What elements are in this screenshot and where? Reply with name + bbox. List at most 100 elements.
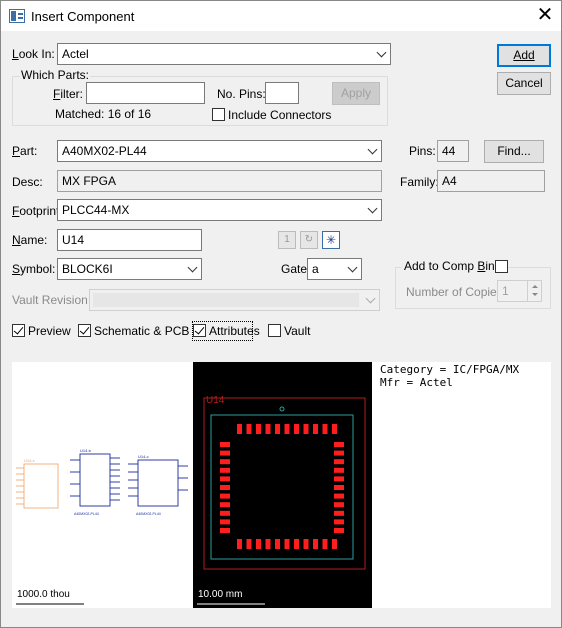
pad-right: [334, 493, 344, 499]
pad-top: [303, 424, 309, 434]
pad-top: [265, 424, 271, 434]
pad-left: [220, 459, 230, 465]
look-in-dropdown[interactable]: Actel: [57, 43, 391, 65]
spin-up-icon[interactable]: [527, 281, 541, 291]
name-input[interactable]: U14: [57, 229, 202, 251]
pad-left: [220, 442, 230, 447]
chevron-down-icon: [187, 262, 198, 273]
no-pins-input[interactable]: [265, 82, 299, 104]
symbol-value: BLOCK6I: [62, 262, 113, 276]
small-button-one[interactable]: 1: [278, 231, 296, 249]
pad-left: [220, 493, 230, 499]
pad-top: [256, 424, 261, 434]
symbol-dropdown[interactable]: BLOCK6I: [57, 258, 202, 280]
family-value: A4: [437, 170, 545, 192]
name-label: Name:: [12, 233, 48, 247]
footprint-dropdown[interactable]: PLCC44-MX: [57, 199, 382, 221]
window-title: Insert Component: [31, 9, 135, 24]
pad-bottom: [256, 539, 261, 549]
pad-right: [334, 450, 344, 456]
preview-label: Preview: [28, 324, 71, 338]
preview-checkbox[interactable]: [12, 324, 25, 337]
pad-top: [284, 424, 290, 434]
footprint-label: Footprint:: [12, 204, 63, 218]
desc-label: Desc:: [12, 175, 43, 189]
part-value: A40MX02-PL44: [62, 144, 147, 158]
chevron-down-icon: [376, 47, 387, 58]
pad-left: [220, 519, 230, 525]
pad-right: [334, 459, 344, 465]
schematic-block-orange: [16, 463, 59, 509]
pcb-outline: [210, 414, 354, 560]
chevron-down-icon: [367, 203, 378, 214]
pcb-scale-label: 10.00 mm: [198, 589, 243, 600]
family-label: Family:: [400, 175, 439, 189]
vault-revision-fill: [93, 293, 359, 307]
pad-bottom: [313, 539, 318, 549]
pad-left: [220, 528, 230, 533]
pins-label: Pins:: [409, 144, 436, 158]
look-in-value: Actel: [62, 47, 89, 61]
add-to-comp-bin-label: Add to Comp Bin: [401, 259, 498, 273]
pad-left: [220, 510, 230, 516]
pad-right: [334, 519, 344, 525]
pad-right: [334, 528, 344, 533]
add-to-comp-bin-checkbox[interactable]: [495, 260, 508, 273]
schematic-block-b-part: A40MX02-PL44: [136, 512, 161, 516]
close-icon[interactable]: ✕: [536, 4, 554, 26]
pad-top: [294, 424, 299, 434]
pad-top: [313, 424, 318, 434]
pad-top: [322, 424, 328, 434]
schematic-block-a: [70, 453, 120, 507]
add-button[interactable]: Add: [497, 44, 551, 67]
spin-down-icon[interactable]: [527, 291, 541, 301]
pad-top: [246, 424, 252, 434]
pad-bottom: [303, 539, 309, 549]
cancel-button[interactable]: Cancel: [497, 72, 551, 95]
pad-right: [334, 485, 344, 490]
pad-bottom: [265, 539, 271, 549]
pad-bottom: [246, 539, 252, 549]
schematic-scale-label: 1000.0 thou: [17, 589, 70, 600]
rotate-icon[interactable]: ↻: [300, 231, 318, 249]
number-of-copies-label: Number of Copies:: [406, 285, 507, 299]
include-connectors-label: Include Connectors: [228, 108, 332, 122]
pcb-ref-label: U14: [206, 395, 225, 406]
no-pins-label: No. Pins:: [217, 87, 266, 101]
pcb-pin1-marker: [279, 406, 285, 412]
add-button-label: Add: [513, 48, 535, 62]
include-connectors-checkbox[interactable]: [212, 108, 225, 121]
gate-value: a: [312, 262, 319, 276]
pad-right: [334, 442, 344, 447]
pad-left: [220, 476, 230, 482]
pad-bottom: [332, 539, 337, 549]
gate-dropdown[interactable]: a: [307, 258, 362, 280]
find-button[interactable]: Find...: [484, 140, 544, 163]
footprint-value: PLCC44-MX: [62, 203, 130, 217]
pins-value: 44: [437, 140, 469, 162]
attributes-label: Attributes: [209, 324, 260, 338]
which-parts-label: Which Parts:: [20, 68, 91, 82]
part-dropdown[interactable]: A40MX02-PL44: [57, 140, 382, 162]
pad-bottom: [322, 539, 328, 549]
chevron-down-icon: [347, 262, 358, 273]
attributes-checkbox[interactable]: [193, 324, 206, 337]
number-of-copies-value: 1: [502, 284, 509, 298]
vault-checkbox[interactable]: [268, 324, 281, 337]
schematic-block-b-ref: U14-c: [138, 454, 149, 459]
number-of-copies-spinner[interactable]: 1: [497, 280, 542, 302]
which-parts-group: [12, 76, 388, 126]
title-bar: Insert Component ✕: [1, 1, 561, 31]
apply-button[interactable]: Apply: [332, 82, 380, 105]
pad-right: [334, 467, 344, 473]
pad-right: [334, 502, 344, 508]
pad-bottom: [294, 539, 299, 549]
pad-top: [237, 424, 242, 434]
schematic-pcb-checkbox[interactable]: [78, 324, 91, 337]
asterisk-icon[interactable]: ✳: [322, 231, 340, 249]
pad-right: [334, 510, 344, 516]
dialog-app-icon: [9, 9, 25, 23]
schematic-orange-caption: U14-x: [24, 458, 35, 463]
filter-input[interactable]: [86, 82, 205, 104]
